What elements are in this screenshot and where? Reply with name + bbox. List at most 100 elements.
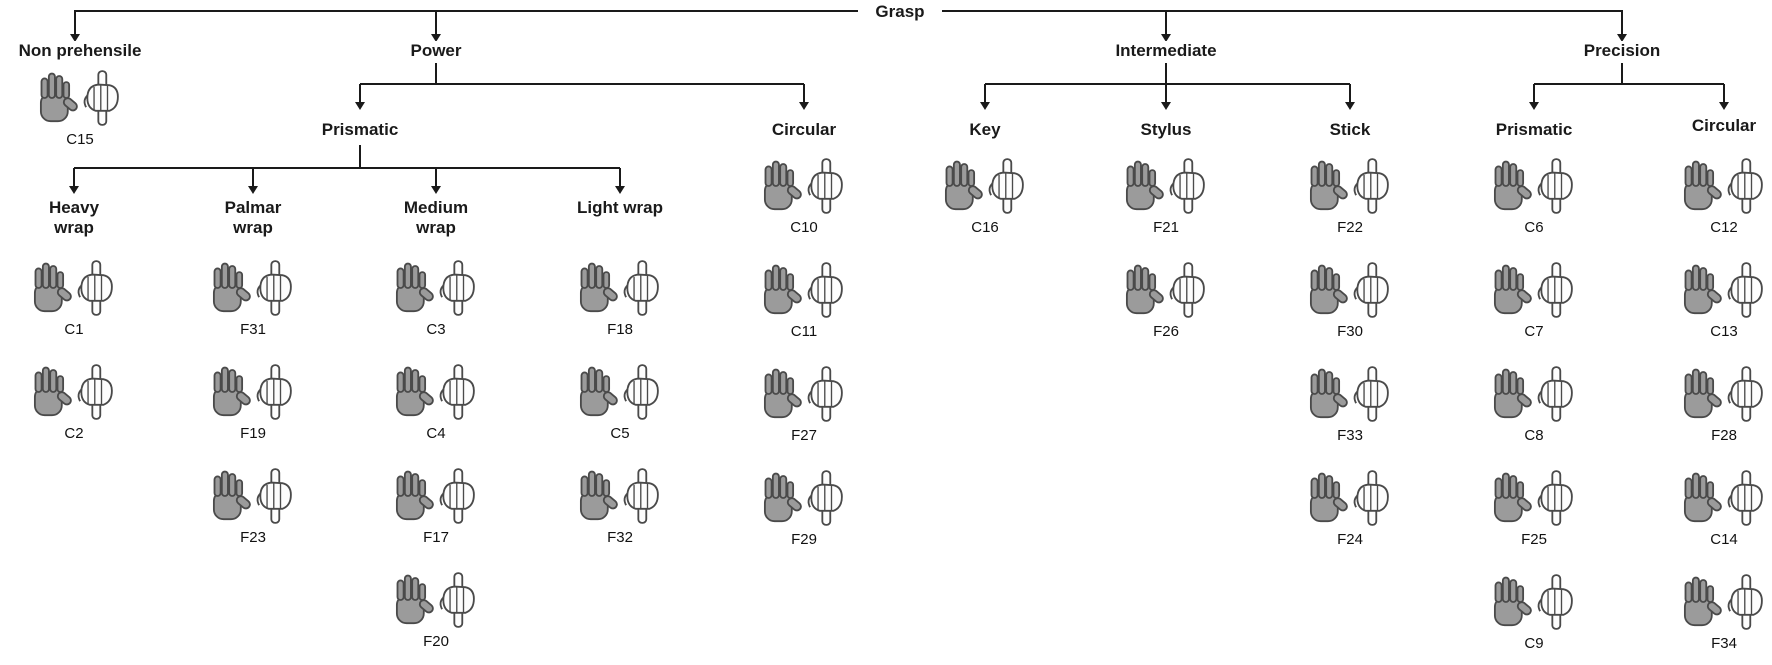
- grasp-code-label: F24: [1337, 531, 1363, 548]
- shaded-hand-icon: [1306, 154, 1350, 218]
- grasp-code-label: C16: [971, 219, 999, 236]
- shaded-hand-icon: [1490, 466, 1534, 530]
- node-stick: Stick: [1325, 120, 1375, 140]
- hand-pair: [576, 360, 664, 424]
- grasp-item: C4: [392, 360, 480, 442]
- column-precision-circular: C12 C13 F28 C14: [1680, 154, 1768, 652]
- grasp-item: C7: [1490, 258, 1578, 340]
- shaded-hand-icon: [1122, 258, 1166, 322]
- grasping-hand-icon: [620, 464, 664, 528]
- hand-pair: [1306, 258, 1394, 322]
- grasp-code-label: F33: [1337, 427, 1363, 444]
- hand-pair: [1306, 362, 1394, 426]
- grasp-code-label: F20: [423, 633, 449, 650]
- shaded-hand-icon: [1306, 258, 1350, 322]
- hand-pair: [392, 256, 480, 320]
- hand-pair: [1306, 466, 1394, 530]
- shaded-hand-icon: [1306, 362, 1350, 426]
- grasp-item: F29: [760, 466, 848, 548]
- shaded-hand-icon: [760, 362, 804, 426]
- grasp-code-label: F34: [1711, 635, 1737, 652]
- grasp-code-label: C8: [1524, 427, 1544, 444]
- grasp-item: F34: [1680, 570, 1768, 652]
- node-light-wrap: Light wrap: [577, 198, 663, 219]
- grasping-hand-icon: [253, 464, 297, 528]
- grasp-code-label: C3: [426, 321, 446, 338]
- hand-pair: [392, 568, 480, 632]
- grasping-hand-icon: [804, 154, 848, 218]
- grasp-item: F21: [1122, 154, 1210, 236]
- grasp-item: F22: [1306, 154, 1394, 236]
- hand-pair: [576, 464, 664, 528]
- grasping-hand-icon: [985, 154, 1029, 218]
- node-grasp: Grasp: [871, 2, 929, 22]
- grasp-item: F26: [1122, 258, 1210, 340]
- grasp-code-label: C5: [610, 425, 630, 442]
- grasping-hand-icon: [74, 256, 118, 320]
- grasp-code-label: F23: [240, 529, 266, 546]
- hand-pair: [1680, 258, 1768, 322]
- grasp-item: C6: [1490, 154, 1578, 236]
- shaded-hand-icon: [392, 568, 436, 632]
- shaded-hand-icon: [1490, 362, 1534, 426]
- shaded-hand-icon: [209, 256, 253, 320]
- grasp-item: C5: [576, 360, 664, 442]
- hand-pair: [392, 360, 480, 424]
- grasping-hand-icon: [80, 66, 124, 130]
- grasping-hand-icon: [253, 256, 297, 320]
- hand-pair: [576, 256, 664, 320]
- grasp-item: C1: [30, 256, 118, 338]
- shaded-hand-icon: [1680, 154, 1724, 218]
- column-power-circular: C10 C11 F27 F29: [760, 154, 848, 548]
- grasp-code-label: C9: [1524, 635, 1544, 652]
- column-light-wrap: F18 C5 F32: [576, 256, 664, 546]
- grasp-item: C2: [30, 360, 118, 442]
- hand-pair: [392, 464, 480, 528]
- grasp-item: F33: [1306, 362, 1394, 444]
- grasping-hand-icon: [1350, 258, 1394, 322]
- grasp-code-label: C13: [1710, 323, 1738, 340]
- grasp-code-label: F22: [1337, 219, 1363, 236]
- grasp-item: F20: [392, 568, 480, 650]
- grasp-code-label: F25: [1521, 531, 1547, 548]
- grasp-code-label: C7: [1524, 323, 1544, 340]
- hand-pair: [760, 258, 848, 322]
- node-key: Key: [965, 120, 1005, 140]
- hand-pair: [1680, 362, 1768, 426]
- hand-pair: [1490, 154, 1578, 218]
- hand-pair: [30, 256, 118, 320]
- grasping-hand-icon: [804, 466, 848, 530]
- grasp-item: C11: [760, 258, 848, 340]
- grasp-code-label: C14: [1710, 531, 1738, 548]
- node-precision-circular: Circular: [1687, 116, 1761, 136]
- hand-pair: [760, 466, 848, 530]
- hand-pair: [1680, 570, 1768, 634]
- grasp-item: F27: [760, 362, 848, 444]
- node-medium-wrap: Medium wrap: [393, 198, 479, 239]
- hand-pair: [1122, 154, 1210, 218]
- grasp-item: C10: [760, 154, 848, 236]
- grasp-code-label: C10: [790, 219, 818, 236]
- grasping-hand-icon: [436, 256, 480, 320]
- column-medium-wrap: C3 C4 F17 F20: [392, 256, 480, 650]
- grasp-code-label: F30: [1337, 323, 1363, 340]
- hand-pair: [1306, 154, 1394, 218]
- grasp-item: F25: [1490, 466, 1578, 548]
- grasp-code-label: C4: [426, 425, 446, 442]
- grasp-code-label: F28: [1711, 427, 1737, 444]
- node-power: Power: [406, 41, 466, 61]
- shaded-hand-icon: [576, 360, 620, 424]
- shaded-hand-icon: [30, 360, 74, 424]
- grasping-hand-icon: [1350, 362, 1394, 426]
- grasp-code-label: F19: [240, 425, 266, 442]
- grasp-code-label: C1: [64, 321, 84, 338]
- grasp-item: C15: [36, 66, 124, 148]
- shaded-hand-icon: [1490, 154, 1534, 218]
- grasping-hand-icon: [620, 256, 664, 320]
- grasping-hand-icon: [1724, 570, 1768, 634]
- grasping-hand-icon: [1534, 570, 1578, 634]
- shaded-hand-icon: [392, 464, 436, 528]
- grasp-item: C9: [1490, 570, 1578, 652]
